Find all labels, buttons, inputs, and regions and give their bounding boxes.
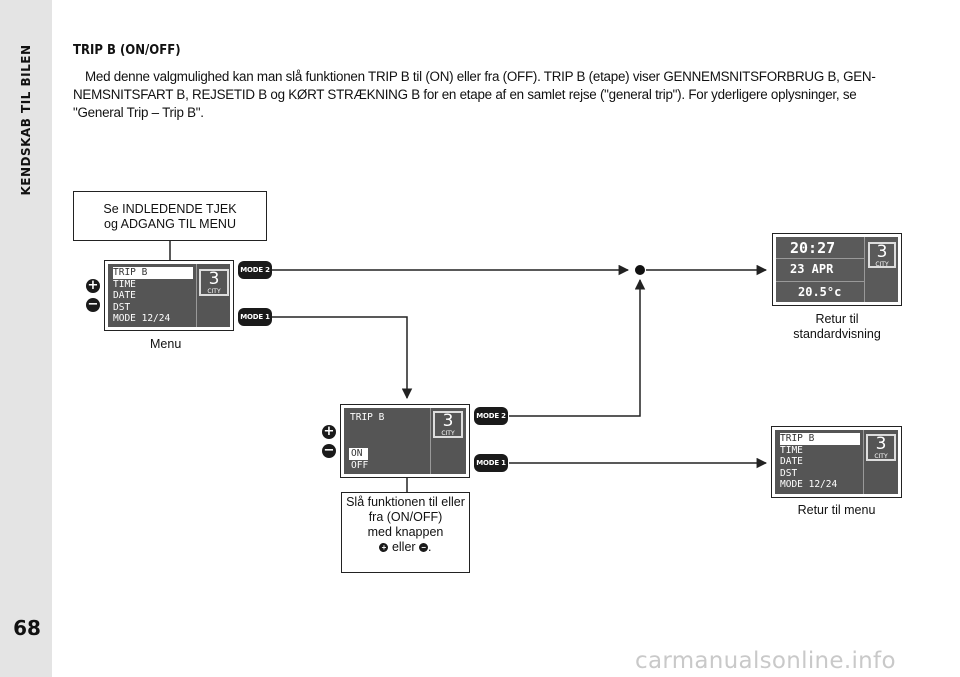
minus-button: −: [322, 443, 336, 458]
standard-display: 20:27 23 APR 20.5°c 3 CITY: [772, 233, 902, 306]
menu-item-time: TIME: [780, 444, 803, 456]
trip-options: ON OFF: [349, 448, 369, 471]
menu-item-trip-b: TRIP B: [113, 267, 193, 279]
temperature-readout: 20.5°c: [798, 285, 842, 299]
start-line-1: Se INDLEDENDE TJEK: [103, 202, 237, 216]
minus-button: −: [86, 297, 100, 312]
start-line-2: og ADGANG TIL MENU: [104, 217, 236, 231]
return-menu-caption: Retur til menu: [797, 503, 876, 517]
menu-item-time: TIME: [113, 278, 136, 290]
menu-caption: Menu: [150, 337, 182, 351]
menu-list: TRIP B TIME DATE DST MODE 12/24: [780, 433, 860, 491]
return-menu-display: TRIP B TIME DATE DST MODE 12/24 3 CITY: [771, 426, 902, 498]
instruction-line-2: fra (ON/OFF): [368, 510, 443, 524]
start-instruction-box: Se INDLEDENDE TJEK og ADGANG TIL MENU: [73, 191, 267, 241]
instruction-line-4: + eller −.: [342, 540, 469, 555]
menu-item-date: DATE: [780, 456, 803, 467]
instruction-between: eller: [391, 540, 416, 554]
watermark: carmanualsonline.info: [635, 648, 896, 674]
gear-indicator: 3 CITY: [866, 434, 896, 461]
gear-indicator: 3 CITY: [433, 411, 463, 438]
mode1-button: MODE 1: [238, 308, 272, 326]
plus-button: +: [322, 424, 336, 439]
plus-button: +: [86, 278, 100, 293]
menu-item-date: DATE: [113, 290, 136, 301]
section-heading: TRIP B (ON/OFF): [73, 43, 181, 58]
standard-caption: Retur til standardvisning: [793, 312, 881, 341]
mode1-button: MODE 1: [474, 454, 508, 472]
trip-b-display: TRIP B ON OFF 3 CITY: [340, 404, 470, 478]
gear-indicator: 3 CITY: [868, 242, 896, 268]
option-off: OFF: [351, 459, 369, 471]
menu-item-trip-b: TRIP B: [780, 433, 860, 445]
clock-time: 20:27: [790, 239, 836, 257]
on-off-instruction-box: Slå funktionen til eller fra (ON/OFF) me…: [341, 492, 470, 573]
mode2-button: MODE 2: [474, 407, 508, 425]
instruction-line-3: med knappen: [367, 525, 444, 539]
menu-item-mode: MODE 12/24: [113, 313, 171, 324]
trip-b-title: TRIP B: [350, 412, 385, 423]
menu-display: TRIP B TIME DATE DST MODE 12/24 3 CITY: [104, 260, 234, 331]
body-paragraph: Med denne valgmulighed kan man slå funkt…: [73, 69, 876, 120]
menu-item-dst: DST: [113, 301, 131, 313]
date-readout: 23 APR: [790, 262, 834, 276]
option-on: ON: [349, 448, 369, 460]
menu-item-dst: DST: [780, 467, 798, 479]
instruction-line-1: Slå funktionen til eller: [346, 495, 465, 509]
plus-icon: +: [379, 543, 389, 553]
mode2-button: MODE 2: [238, 261, 272, 279]
sidebar: KENDSKAB TIL BILEN 68: [0, 0, 52, 677]
menu-list: TRIP B TIME DATE DST MODE 12/24: [113, 267, 193, 325]
gear-indicator: 3 CITY: [199, 269, 229, 296]
menu-item-mode: MODE 12/24: [780, 479, 838, 490]
page-number: 68: [13, 616, 41, 640]
minus-icon: −: [419, 543, 429, 553]
